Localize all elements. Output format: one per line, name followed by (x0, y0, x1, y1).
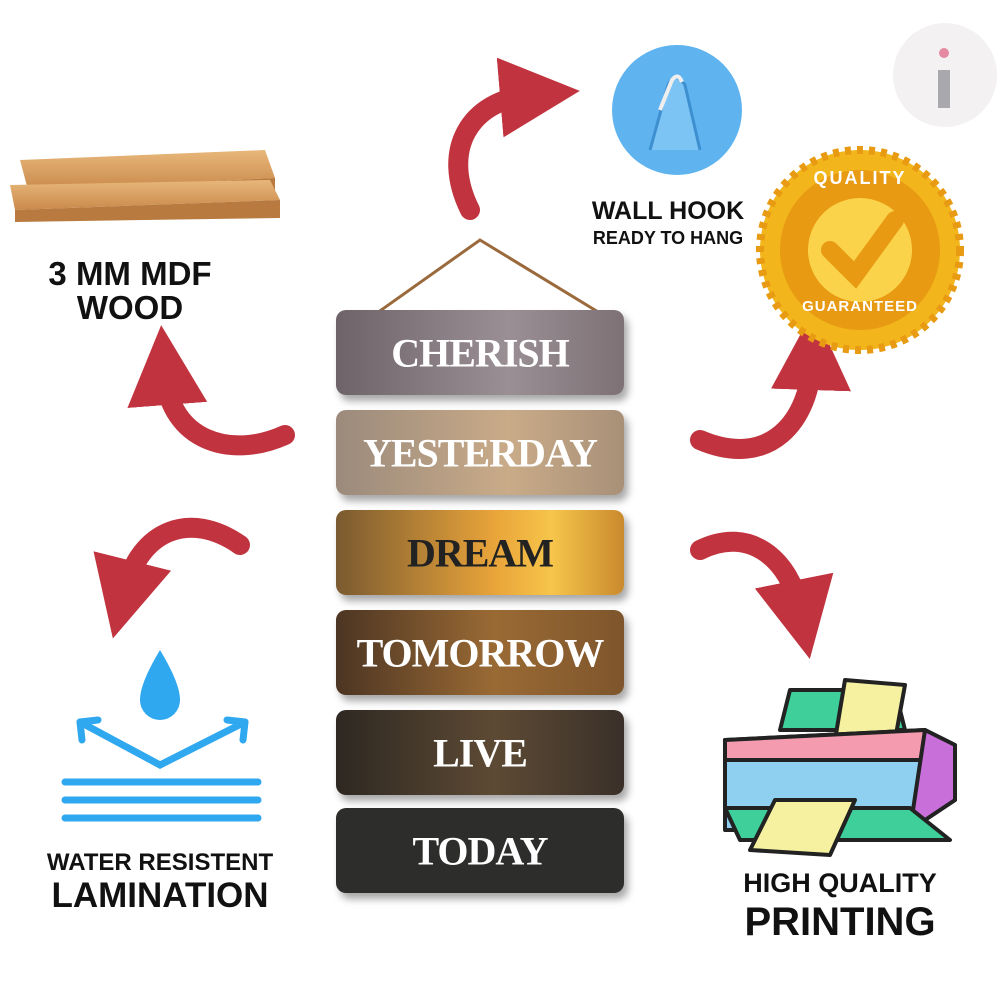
mdf-label-line1: 3 MM MDF (48, 255, 212, 292)
mdf-label-line2: WOOD (76, 289, 184, 326)
printer-icon (723, 678, 957, 857)
hanging-string (369, 238, 609, 320)
arrow-to-printer (690, 531, 834, 660)
arrow-to-hook (448, 57, 580, 220)
plank-5: LIVE (336, 710, 624, 795)
brand-logo-icon (893, 23, 997, 127)
badge-top-text: QUALITY (813, 168, 907, 188)
plank-1: CHERISH (336, 310, 624, 395)
water-resistant-icon (61, 650, 262, 822)
water-label-line2: LAMINATION (51, 876, 269, 915)
arrow-to-water (93, 517, 250, 639)
plank-6: TODAY (336, 808, 624, 893)
quality-badge-icon (756, 146, 964, 354)
badge-bottom-text: GUARANTEED (802, 298, 918, 315)
arrows (93, 57, 851, 660)
water-label-line1: WATER RESISTENT (46, 849, 274, 876)
plank-3: DREAM (336, 510, 624, 595)
wall-hook-icon (612, 45, 742, 175)
arrow-to-wood (127, 325, 295, 456)
hook-title: WALL HOOK (591, 197, 745, 225)
hook-subtitle: READY TO HANG (592, 228, 744, 248)
wood-planks-icon (10, 150, 280, 222)
arrow-to-badge (690, 310, 851, 459)
print-label-line1: HIGH QUALITY (743, 868, 937, 898)
plank-4: TOMORROW (336, 610, 624, 695)
print-label-line2: PRINTING (744, 900, 936, 944)
plank-2: YESTERDAY (336, 410, 624, 495)
